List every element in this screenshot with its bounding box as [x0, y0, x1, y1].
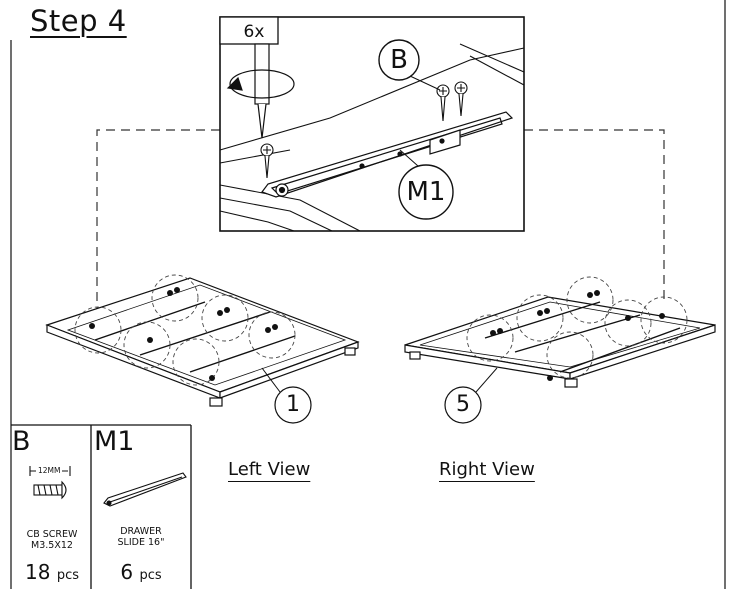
part-id-b: B	[12, 426, 31, 457]
slide-name: DRAWER SLIDE 16"	[93, 526, 189, 549]
panel-number-circle-right	[444, 386, 482, 424]
detail-box	[219, 16, 525, 232]
leader-right	[524, 129, 665, 305]
slide-name-line1: DRAWER	[120, 526, 162, 537]
parts-table	[11, 424, 192, 589]
right-view-label: Right View	[439, 459, 535, 480]
screw-callout-circle	[378, 39, 420, 81]
screw-name: CB SCREW M3.5X12	[14, 529, 90, 552]
slide-unit: pcs	[139, 568, 162, 583]
left-view-drawing	[45, 274, 360, 424]
screw-qty: 18	[25, 560, 51, 584]
quantity-tag-frame	[219, 16, 279, 45]
screw-count: 18 pcs	[14, 560, 90, 584]
right-view-drawing	[404, 276, 716, 424]
screw-name-line1: CB SCREW	[26, 529, 78, 540]
slide-callout-circle	[398, 164, 454, 220]
slide-callout-label: M1	[406, 177, 446, 207]
slide-qty: 6	[120, 560, 134, 584]
drawer-slide-icon	[103, 472, 187, 507]
slide-name-line2: SLIDE 16"	[117, 536, 165, 548]
part-id-m1: M1	[94, 426, 135, 457]
cb-screw-icon	[29, 466, 71, 500]
screw-dimension: 12MM	[38, 466, 61, 475]
screw-name-line2: M3.5X12	[31, 539, 73, 551]
leader-lines	[96, 129, 665, 320]
slide-count: 6 pcs	[93, 560, 189, 584]
screws-detail	[260, 81, 468, 179]
leader-left	[96, 129, 220, 320]
panel-number-right: 5	[456, 392, 470, 417]
screw-unit: pcs	[56, 568, 79, 583]
panel-number-left: 1	[286, 392, 300, 417]
screw-callout-label: B	[390, 45, 408, 75]
screwdriver-icon	[226, 43, 295, 139]
left-view-label: Left View	[228, 459, 311, 480]
panel-number-circle-left	[274, 386, 312, 424]
drawer-slide-detail	[261, 111, 514, 198]
quantity-tag: 6x	[243, 22, 265, 42]
step-title: Step 4	[30, 4, 127, 38]
